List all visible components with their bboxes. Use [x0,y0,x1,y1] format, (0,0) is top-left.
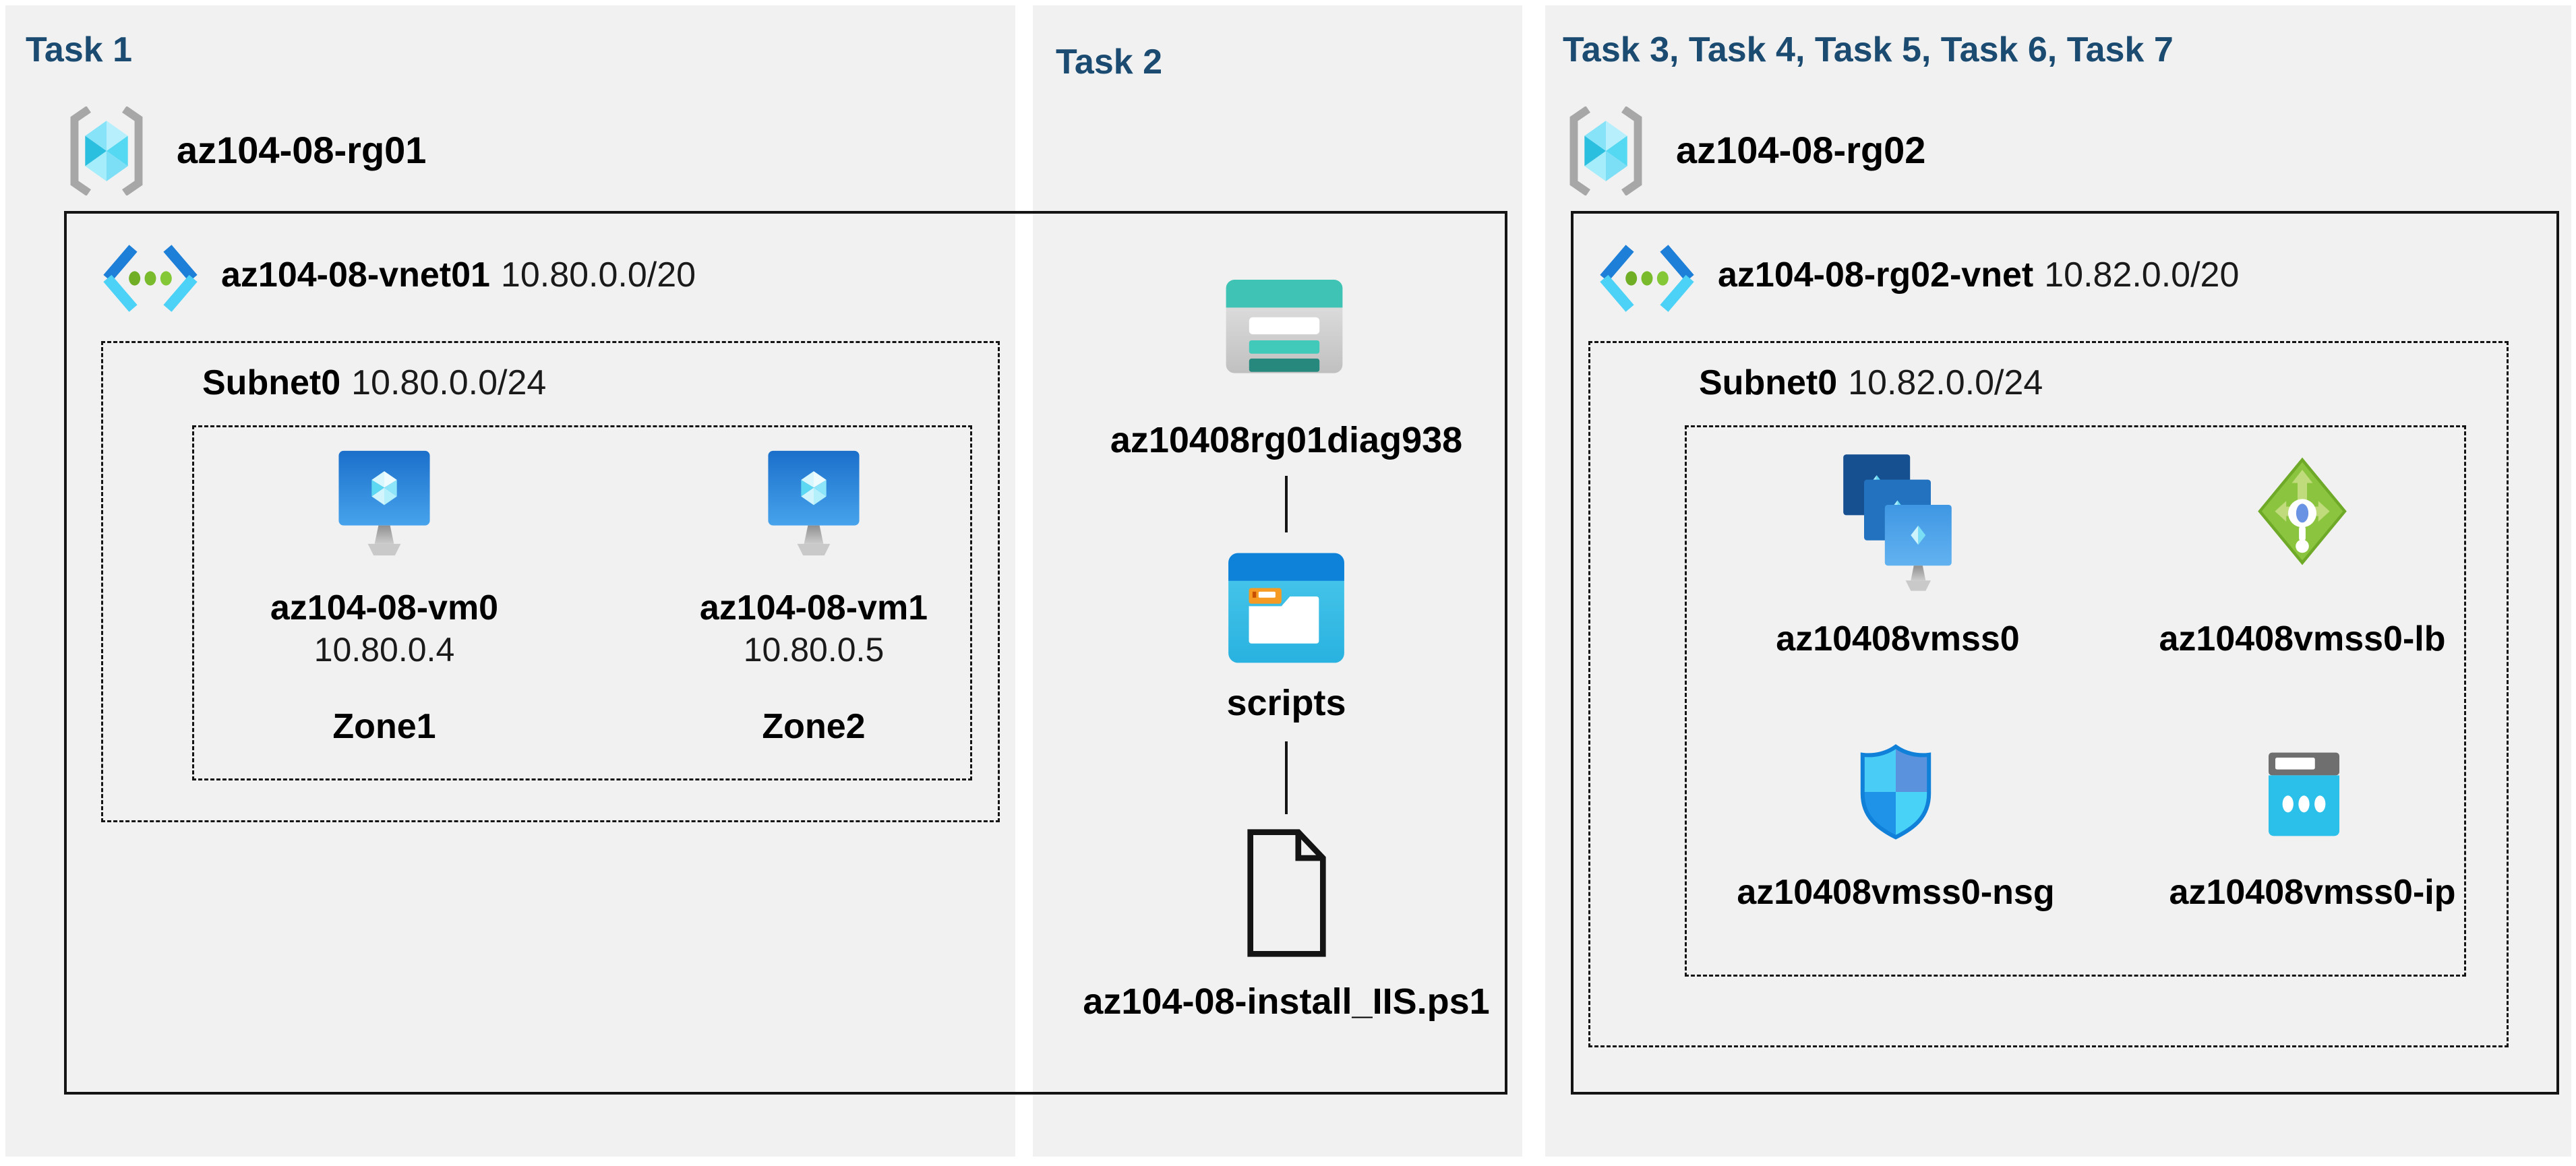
public-ip-name: az10408vmss0-ip [2169,873,2456,912]
vnet1-box [64,211,1507,1095]
public-ip-icon [2269,752,2339,836]
connector-line [1285,741,1288,814]
nsg-icon [1860,744,1931,840]
container-name: scripts [1226,683,1346,723]
load-balancer-name: az10408vmss0-lb [2159,619,2446,658]
task3-panel [1545,5,2571,1157]
vm1-name: az104-08-vm1 [699,588,928,627]
script-file-name: az104-08-install_IIS.ps1 [1083,981,1490,1022]
storage-account-name: az10408rg01diag938 [1110,420,1463,460]
task1-heading: Task 1 [26,30,133,69]
vmss-name: az10408vmss0 [1776,619,2020,658]
blob-container-icon [1228,553,1344,663]
virtual-network-icon [1600,245,1694,312]
task2-heading: Task 2 [1056,42,1163,82]
subnet1-label: Subnet0 10.80.0.0/24 [202,363,546,403]
subnet1-cidr: 10.80.0.0/24 [351,363,547,402]
virtual-network-icon [103,245,198,312]
connector-line [1285,476,1288,532]
subnet1-box [101,341,1000,822]
subnet2-name: Subnet0 [1699,363,1838,402]
virtual-machine-icon [768,450,860,556]
vnet2-name: az104-08-rg02-vnet [1718,255,2034,295]
vnet1-name: az104-08-vnet01 [221,255,490,295]
vm0-name: az104-08-vm0 [270,588,499,627]
vmss-icon [1843,454,1952,591]
file-icon [1247,829,1326,957]
vm0-zone: Zone1 [332,707,436,746]
vnet1-cidr: 10.80.0.0/20 [500,255,696,295]
subnet1-name: Subnet0 [202,363,341,402]
virtual-machine-icon [338,450,430,556]
vnet2-cidr: 10.82.0.0/20 [2044,255,2240,295]
resource-group-icon [1569,106,1642,195]
subnet2-box [1588,341,2509,1047]
subnet2-label: Subnet0 10.82.0.0/24 [1699,363,2043,403]
vm1-ip: 10.80.0.5 [743,631,885,669]
storage-account-icon [1226,280,1343,373]
resource-group-1-name: az104-08-rg01 [177,129,427,171]
vm0-ip: 10.80.0.4 [313,631,455,669]
load-balancer-icon [2258,457,2347,565]
task3-heading: Task 3, Task 4, Task 5, Task 6, Task 7 [1563,30,2174,69]
vnet2-box [1571,211,2559,1095]
resource-group-2-name: az104-08-rg02 [1676,129,1926,171]
subnet2-cidr: 10.82.0.0/24 [1848,363,2043,402]
vm-group-box [192,425,972,780]
vmss-group-box [1685,425,2466,977]
nsg-name: az10408vmss0-nsg [1737,873,2055,912]
resource-group-icon [70,106,143,195]
task1-panel [5,5,1015,1157]
vm1-zone: Zone2 [762,707,866,746]
